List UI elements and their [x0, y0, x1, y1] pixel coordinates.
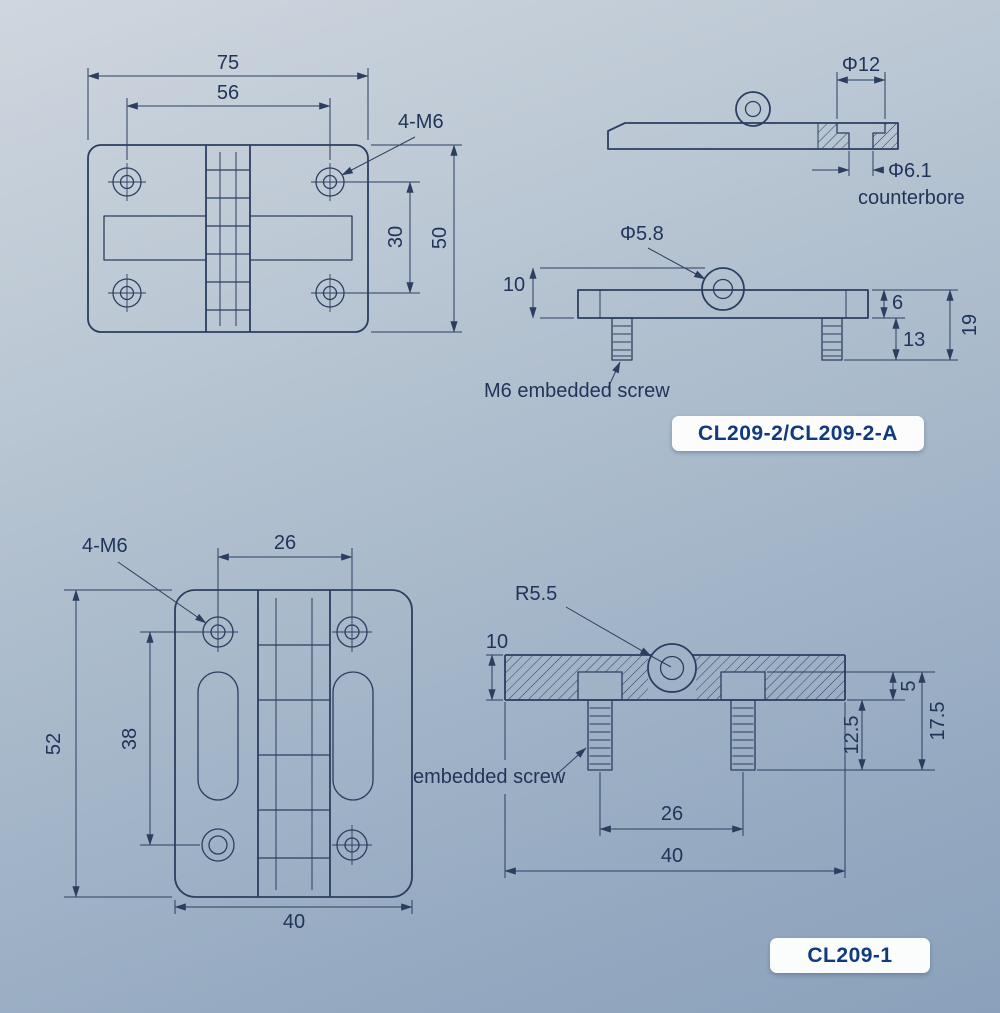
slot-left: [197, 671, 239, 801]
dim-pin-dia: Φ5.8: [620, 223, 664, 245]
dim-head-depth: 5: [898, 680, 920, 691]
dim-total-height: 17.5: [927, 702, 949, 741]
dim-overall-height: 10: [503, 274, 525, 296]
dim-hole-span: 56: [217, 82, 239, 104]
embedded-screw-left: [587, 699, 613, 771]
thread-callout: 4-M6: [398, 111, 444, 133]
view-front-cl209-1: 4-M6 26 52 38 40: [43, 532, 413, 933]
dim-overall-width: 40: [661, 845, 683, 867]
model-badge-top: CL209-2/CL209-2-A: [672, 416, 924, 451]
slot-right: [332, 671, 374, 801]
thread-callout: 4-M6: [82, 535, 128, 557]
dim-hole-pitch: 30: [385, 226, 407, 248]
dim-hole-span: 26: [274, 532, 296, 554]
badge-background: [770, 938, 930, 973]
screw-note: M6 embedded screw: [484, 380, 670, 402]
screw-note: embedded screw: [413, 766, 566, 788]
dimensions-front-cl209-2: 75 56 4-M6 30 50: [87, 52, 462, 333]
screw-head-right: [720, 671, 766, 701]
dim-screw-projection: 12.5: [841, 716, 863, 755]
hinge-body-front: [87, 144, 369, 333]
badge-background: [672, 416, 924, 451]
screw-hole: [198, 612, 238, 652]
dim-knuckle-radius: R5.5: [515, 583, 557, 605]
dimensions-side-cl209-2-bottom: Φ5.8 10 6 13 19 M6 embedded screw: [484, 223, 981, 402]
model-number-bottom: CL209-1: [807, 944, 892, 967]
model-badge-bottom: CL209-1: [770, 938, 930, 973]
dim-screw-length: 13: [903, 329, 925, 351]
screw-hole: [332, 612, 372, 652]
dimensions-side-cl209-2-top: Φ12 Φ6.1 counterbore: [812, 54, 965, 209]
knuckle-boss: [647, 643, 697, 693]
pin-hole: [201, 828, 235, 862]
dim-overall-height: 52: [43, 733, 65, 755]
knuckle-boss: [735, 91, 771, 127]
counterbore-label: counterbore: [858, 187, 965, 209]
screw-hole: [332, 825, 372, 865]
embedded-screw-right: [821, 317, 843, 361]
view-side-cl209-2-top: Φ12 Φ6.1 counterbore: [607, 54, 965, 209]
dim-total-height: 19: [959, 314, 981, 336]
screw-hole: [311, 274, 349, 312]
model-number-top: CL209-2/CL209-2-A: [698, 422, 898, 445]
view-section-cl209-1: R5.5 10 embedded screw 5 12.5 17.5 26: [413, 583, 949, 878]
screw-hole: [311, 163, 349, 201]
knuckle-boss: [701, 267, 745, 311]
dim-hole-pitch: 38: [119, 728, 141, 750]
dimensions-front-cl209-1: 4-M6 26 52 38 40: [43, 532, 413, 933]
screw-hole: [108, 163, 146, 201]
embedded-screw-left: [611, 317, 633, 361]
dim-screw-span: 26: [661, 803, 683, 825]
dim-overall-height: 50: [429, 227, 451, 249]
dim-plate-height: 10: [486, 631, 508, 653]
screw-head-left: [577, 671, 623, 701]
screw-hole: [108, 274, 146, 312]
dim-hole-dia: Φ6.1: [888, 160, 932, 182]
hinge-body-front: [174, 589, 413, 898]
dim-overall-width: 40: [283, 911, 305, 933]
view-front-cl209-2: 75 56 4-M6 30 50: [87, 52, 462, 333]
view-side-cl209-2-bottom: Φ5.8 10 6 13 19 M6 embedded screw: [484, 223, 981, 402]
dim-overall-width: 75: [217, 52, 239, 74]
dim-counterbore-dia: Φ12: [842, 54, 880, 76]
dimensions-section-cl209-1: R5.5 10 embedded screw 5 12.5 17.5 26: [413, 583, 949, 878]
embedded-screw-right: [730, 699, 756, 771]
dim-plate-thickness: 6: [892, 292, 903, 314]
